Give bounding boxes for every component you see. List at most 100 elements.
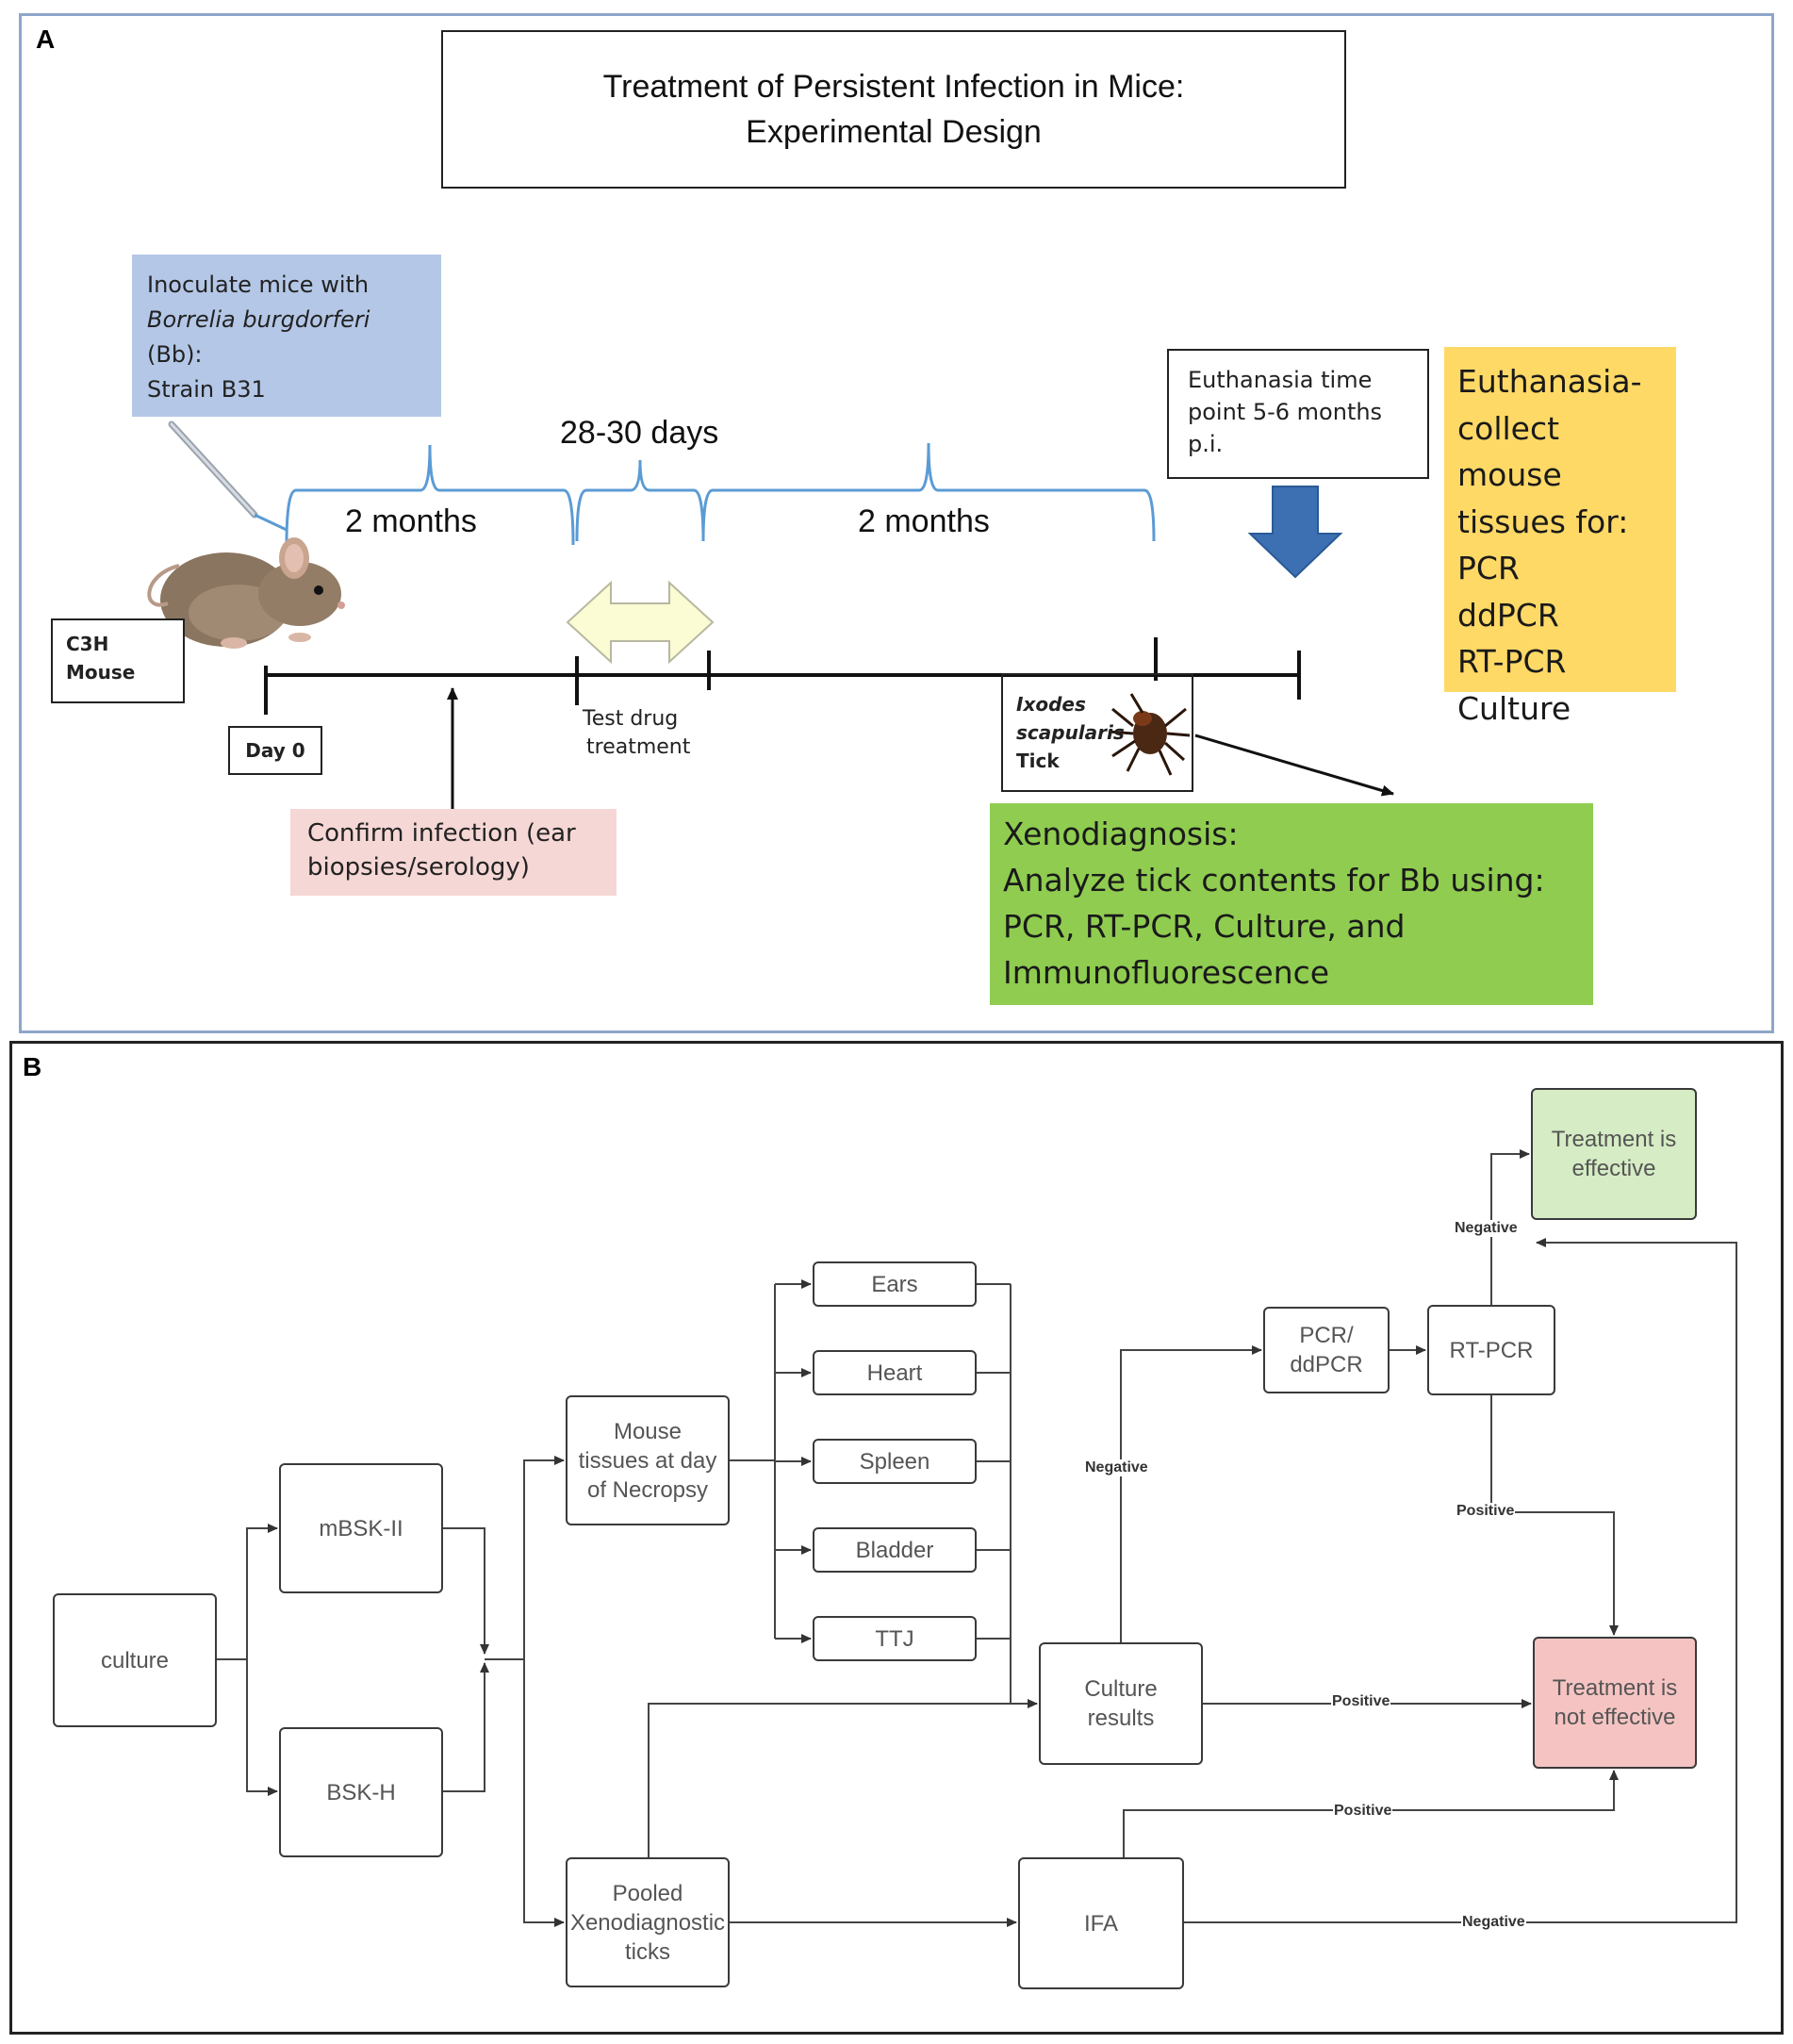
timeline-brackets xyxy=(285,442,1156,546)
edge-label-rtpcr-positive: Positive xyxy=(1456,1503,1516,1520)
pooled-line-3: ticks xyxy=(625,1938,670,1965)
tick-genus: Ixodes xyxy=(1016,693,1086,716)
not-effective-line-2: not effective xyxy=(1554,1705,1676,1730)
flow-edge xyxy=(443,1662,489,1792)
day-0-box: Day 0 xyxy=(228,726,322,775)
panel-a-label: A xyxy=(36,25,56,54)
flow-edge xyxy=(1490,1395,1619,1636)
xeno-line-1: Xenodiagnosis: xyxy=(1003,816,1239,852)
title-line-1: Treatment of Persistent Infection in Mic… xyxy=(602,69,1185,105)
species-abbrev: (Bb): xyxy=(147,341,203,368)
edge-label-culture-positive: Positive xyxy=(1331,1693,1391,1710)
title-box: Treatment of Persistent Infection in Mic… xyxy=(441,30,1346,189)
confirm-infection-box: Confirm infection (ear biopsies/serology… xyxy=(290,809,617,896)
node-ears: Ears xyxy=(813,1261,977,1307)
node-bsk-h: BSK-H xyxy=(279,1727,443,1857)
collect-tissues-box: Euthanasia- collect mouse tissues for: P… xyxy=(1444,347,1676,727)
pcr-line-2: ddPCR xyxy=(1290,1352,1363,1377)
node-rt-pcr: RT-PCR xyxy=(1427,1305,1555,1395)
edge-label-culture-negative: Negative xyxy=(1084,1459,1149,1476)
not-effective-line-1: Treatment is xyxy=(1552,1675,1678,1701)
node-spleen: Spleen xyxy=(813,1439,977,1484)
node-ttj: TTJ xyxy=(813,1616,977,1661)
mouse-label-box: C3H Mouse xyxy=(51,618,185,703)
inoculate-line-2: Borrelia burgdorferi (Bb): xyxy=(147,303,426,372)
flow-edge xyxy=(485,1456,565,1660)
timeline-bracket xyxy=(575,459,705,542)
test-drug-line-2: treatment xyxy=(586,735,691,759)
tick-word: Tick xyxy=(1016,750,1060,772)
node-pooled-ticks: Pooled Xenodiagnostic ticks xyxy=(566,1857,730,1987)
xenodiagnosis-box: Xenodiagnosis: Analyze tick contents for… xyxy=(990,803,1593,1005)
flow-edge xyxy=(1120,1345,1262,1642)
node-treatment-effective: Treatment is effective xyxy=(1531,1088,1697,1220)
pcr-line-1: PCR/ xyxy=(1299,1323,1354,1348)
collect-item-pcr: PCR xyxy=(1457,550,1520,586)
flow-edge xyxy=(443,1527,489,1655)
edge-label-ifa-positive: Positive xyxy=(1333,1803,1393,1820)
flow-edge xyxy=(1490,1149,1530,1305)
panel-b xyxy=(9,1041,1784,2035)
collect-item-rtpcr: RT-PCR xyxy=(1457,643,1567,680)
inoculate-line-3: Strain B31 xyxy=(147,376,266,403)
node-culture: culture xyxy=(53,1593,217,1727)
collect-line-2: collect mouse xyxy=(1457,409,1562,494)
euthanasia-time-line-3: p.i. xyxy=(1188,431,1224,457)
node-ifa: IFA xyxy=(1018,1857,1184,1989)
euthanasia-time-box: Euthanasia time point 5-6 months p.i. xyxy=(1167,349,1429,479)
pooled-line-2: Xenodiagnostic xyxy=(569,1909,726,1936)
species-name: Borrelia burgdorferi xyxy=(147,306,370,333)
flow-edge xyxy=(523,1659,565,1927)
span-treatment-label: 28-30 days xyxy=(560,415,719,451)
confirm-line-1: Confirm infection (ear xyxy=(307,819,576,848)
node-treatment-not-effective: Treatment is not effective xyxy=(1533,1637,1697,1769)
flow-edge xyxy=(648,1703,1011,1857)
node-culture-results: Culture results xyxy=(1039,1642,1203,1765)
syringe-icon xyxy=(168,420,288,532)
flowchart-edges xyxy=(217,1149,1737,1927)
tick-species: scapularis xyxy=(1016,721,1125,744)
node-heart: Heart xyxy=(813,1350,977,1395)
node-pcr-ddpcr: PCR/ ddPCR xyxy=(1263,1307,1390,1393)
node-bladder: Bladder xyxy=(813,1527,977,1573)
culture-results-line-1: Culture xyxy=(1084,1676,1158,1702)
inoculate-line-1: Inoculate mice with xyxy=(147,272,370,298)
culture-results-line-2: results xyxy=(1087,1706,1155,1731)
test-drug-line-1: Test drug xyxy=(583,707,679,731)
xeno-line-2: Analyze tick contents for Bb using: xyxy=(1003,862,1545,898)
test-drug-label: Test drug treatment xyxy=(583,705,705,762)
confirm-line-2: biopsies/serology) xyxy=(307,853,530,882)
tick-box: Ixodes scapularis Tick xyxy=(1001,673,1193,792)
tick-to-xeno-arrow xyxy=(1194,734,1394,797)
node-mbsk-ii: mBSK-II xyxy=(279,1463,443,1593)
collect-line-3: tissues for: xyxy=(1457,503,1629,540)
timeline-bracket xyxy=(701,442,1156,542)
xeno-line-3: PCR, RT-PCR, Culture, and xyxy=(1003,908,1406,945)
flow-edge xyxy=(217,1524,278,1660)
collect-item-ddpcr: ddPCR xyxy=(1457,596,1559,634)
pooled-line-1: Pooled xyxy=(612,1880,683,1906)
node-mouse-tissues: Mouse tissues at day of Necropsy xyxy=(566,1395,730,1525)
collect-item-culture: Culture xyxy=(1457,689,1571,727)
euthanasia-time-line-1: Euthanasia time xyxy=(1188,367,1373,393)
mouse-tissues-line-3: of Necropsy xyxy=(586,1476,709,1503)
timeline-bracket xyxy=(285,444,575,546)
edge-label-rtpcr-negative: Negative xyxy=(1454,1220,1519,1237)
mouse-strain: C3H xyxy=(66,633,109,655)
mouse-icon xyxy=(147,537,345,649)
treatment-double-arrow xyxy=(566,580,715,665)
euthanasia-down-arrow xyxy=(1247,486,1343,579)
xeno-line-4: Immunofluorescence xyxy=(1003,954,1330,991)
euthanasia-time-line-2: point 5-6 months xyxy=(1188,399,1383,425)
flow-edge xyxy=(246,1659,278,1796)
panel-b-label: B xyxy=(23,1052,42,1081)
collect-line-1: Euthanasia- xyxy=(1457,363,1642,400)
panel-a xyxy=(19,13,1774,1033)
mouse-tissues-line-2: tissues at day xyxy=(578,1447,717,1474)
effective-line-1: Treatment is xyxy=(1551,1127,1677,1152)
mouse-tissues-line-1: Mouse xyxy=(613,1418,683,1444)
title-line-2: Experimental Design xyxy=(746,114,1042,150)
span-first-label: 2 months xyxy=(345,503,477,539)
inoculate-box: Inoculate mice with Borrelia burgdorferi… xyxy=(132,255,441,417)
